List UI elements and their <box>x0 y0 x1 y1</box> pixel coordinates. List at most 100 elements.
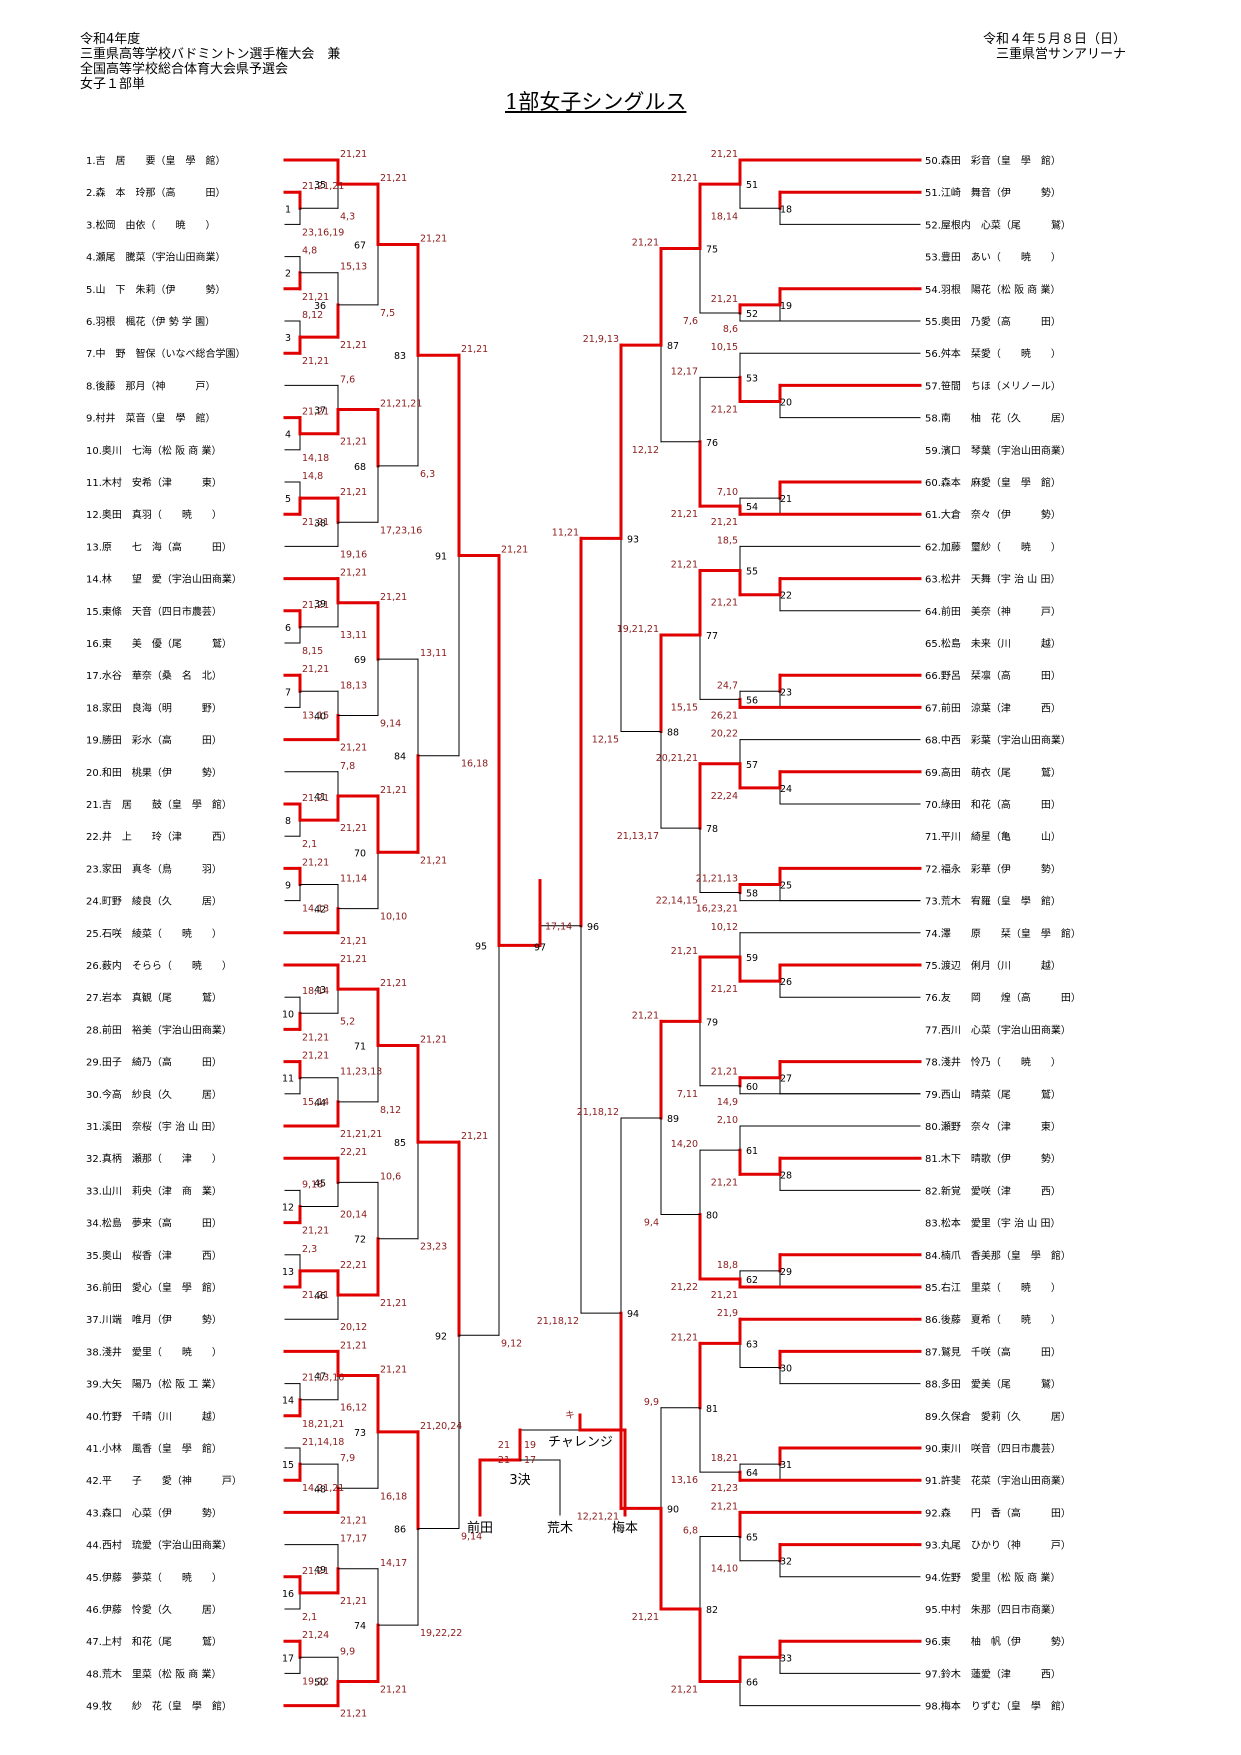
match-score: 21,21 <box>380 1298 407 1309</box>
match-number: 44 <box>314 1098 326 1109</box>
match-score: 21,21 <box>380 592 407 603</box>
match-score: 21,21 <box>461 1131 488 1142</box>
match-score: 21,21 <box>711 1501 738 1512</box>
match-score: 21,21 <box>671 946 698 957</box>
match-score: 13,15 <box>302 710 329 721</box>
match-number: 32 <box>780 1557 792 1568</box>
match-number: 8 <box>285 816 291 827</box>
match-number: 75 <box>706 245 718 256</box>
player-name: 24.町野 綾良（久 居） <box>86 895 222 908</box>
match-number: 2 <box>285 269 291 280</box>
player-name: 38.淺井 愛里（ 暁 ） <box>86 1345 222 1358</box>
match-score: 21,21 <box>380 1365 407 1376</box>
match-score: 21,21 <box>671 1684 698 1695</box>
match-number: 47 <box>314 1372 326 1383</box>
match-number: 57 <box>746 760 758 771</box>
player-name: 78.淺井 怜乃（ 暁 ） <box>925 1056 1061 1069</box>
match-score: 12,17 <box>671 366 698 377</box>
match-score: 21,21 <box>302 292 329 303</box>
match-score: 9,9 <box>340 1646 355 1657</box>
match-score: 14,13 <box>302 904 329 915</box>
match-score: 21,21 <box>302 1290 329 1301</box>
match-score: 16,18 <box>461 759 488 770</box>
match-score: 21,18,12 <box>537 1316 579 1327</box>
match-score: 16,23,21 <box>696 904 738 915</box>
match-score: 7,8 <box>340 761 355 772</box>
match-score: 21,21 <box>340 340 367 351</box>
match-score: 21,21 <box>302 356 329 367</box>
match-score: 21,21,21 <box>302 181 344 192</box>
match-number: 90 <box>667 1504 679 1515</box>
player-name: 63.松井 天舞（宇 治 山 田） <box>925 573 1060 586</box>
match-score: 21,21,13 <box>696 874 738 885</box>
player-name: 55.奥田 乃愛（高 田） <box>925 315 1061 328</box>
match-number: 97 <box>534 943 546 954</box>
match-score: 4,3 <box>340 211 355 222</box>
match-number: 65 <box>746 1533 758 1544</box>
player-name: 17.水谷 華奈（桑 名 北） <box>86 669 222 682</box>
player-name: 41.小林 風香（皇 學 館） <box>86 1442 222 1455</box>
player-name: 6.羽根 楓花（伊 勢 学 園） <box>86 315 215 328</box>
player-name: 84.楠爪 香美那（皇 學 館） <box>925 1249 1071 1262</box>
match-number: 59 <box>746 953 758 964</box>
match-number: 29 <box>780 1267 792 1278</box>
match-number: 89 <box>667 1114 679 1125</box>
match-score: 21,21 <box>302 793 329 804</box>
header-left: 令和4年度 三重県高等学校バドミントン選手権大会 兼 全国高等学校総合体育大会県… <box>80 32 340 92</box>
header-line: 三重県高等学校バドミントン選手権大会 兼 <box>80 47 341 62</box>
player-name: 90.東川 咲音（四日市農芸） <box>925 1442 1061 1455</box>
match-score: 11,21 <box>552 527 579 538</box>
match-number: 31 <box>780 1460 792 1471</box>
match-score: 16,12 <box>340 1403 367 1414</box>
match-number: 48 <box>314 1484 326 1495</box>
match-score: 18,21,21 <box>302 1419 344 1430</box>
player-name: 37.川端 唯月（伊 勢） <box>86 1313 222 1326</box>
match-number: 5 <box>285 494 291 505</box>
match-number: 56 <box>746 695 758 706</box>
match-number: 67 <box>354 241 366 252</box>
match-score: 19,22,22 <box>420 1628 462 1639</box>
player-name: 4.瀬尾 騰菜（宇治山田商業） <box>86 251 226 264</box>
match-number: 77 <box>706 631 718 642</box>
match-score: 21,21 <box>380 173 407 184</box>
challenge-score: 21 <box>498 1440 510 1451</box>
player-name: 57.笹間 ちほ（メリノール） <box>925 379 1061 392</box>
match-number: 81 <box>706 1404 718 1415</box>
match-score: 21,21 <box>671 560 698 571</box>
date-line: 令和４年５月８日（日） <box>982 32 1126 47</box>
header-line: 全国高等学校総合体育大会県予選会 <box>80 62 289 77</box>
player-name: 83.松本 愛里（宇 治 山 田） <box>925 1217 1060 1230</box>
match-score: 21,21 <box>461 344 488 355</box>
player-name: 58.南 柚 花（久 居） <box>925 412 1071 425</box>
player-name: 96.東 柚 帆（伊 勢） <box>925 1635 1071 1648</box>
match-number: 61 <box>746 1146 758 1157</box>
match-score: 2,10 <box>717 1115 738 1126</box>
match-number: 76 <box>706 438 718 449</box>
player-name: 43.森口 心菜（伊 勢） <box>86 1506 222 1519</box>
match-score: 8,12 <box>380 1105 401 1116</box>
player-name: 10.奥川 七海（松 阪 商 業） <box>86 444 221 457</box>
player-name: 7.中 野 智保（いなべ総合学園） <box>86 347 246 360</box>
player-name: 87.鷲見 千咲（高 田） <box>925 1345 1061 1358</box>
match-number: 19 <box>780 301 792 312</box>
match-number: 35 <box>314 180 326 191</box>
match-number: 93 <box>627 534 639 545</box>
match-score: 21,14,18 <box>302 1437 344 1448</box>
match-score: 13,16 <box>671 1475 698 1486</box>
match-score: 15,15 <box>671 702 698 713</box>
player-name: 88.多田 愛美（尾 鷲） <box>925 1378 1061 1391</box>
match-number: 38 <box>314 518 326 529</box>
player-name: 76.友 岡 煌（高 田） <box>925 991 1081 1004</box>
match-score: 9,12 <box>501 1338 522 1349</box>
match-number: 58 <box>746 889 758 900</box>
match-number: 43 <box>314 985 326 996</box>
match-score: 21,21 <box>340 823 367 834</box>
match-score: 19,21,21 <box>617 624 659 635</box>
match-score: 21,21 <box>711 1290 738 1301</box>
player-name: 64.前田 美奈（神 戸） <box>925 605 1061 618</box>
match-number: 51 <box>746 180 758 191</box>
player-name: 98.梅本 りずむ（皇 學 館） <box>925 1700 1071 1713</box>
match-number: 96 <box>587 922 599 933</box>
match-score: 21,21 <box>711 405 738 416</box>
